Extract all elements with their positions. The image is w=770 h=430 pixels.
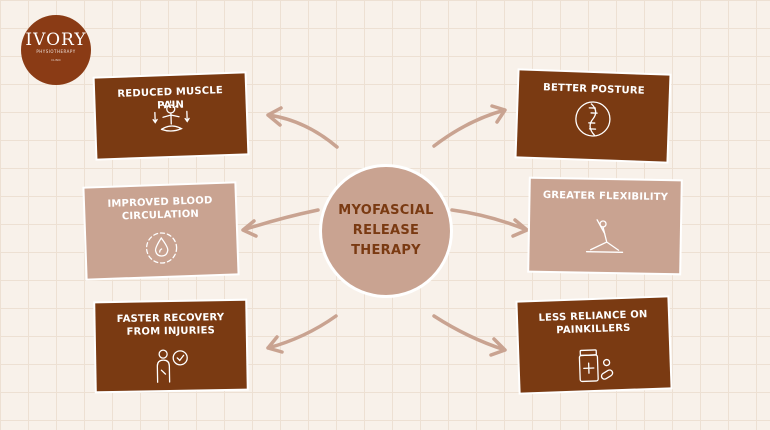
central-topic-label: MYOFASCIAL RELEASE THERAPY	[331, 201, 441, 261]
spine-posture-icon	[575, 101, 611, 137]
benefit-card-less-painkillers: LESS RELIANCE ON PAINKILLERS	[517, 297, 671, 393]
benefit-card-faster-recovery: FASTER RECOVERY FROM INJURIES	[95, 300, 247, 392]
arrow-to-reduced-muscle-pain	[266, 106, 339, 149]
central-topic: MYOFASCIAL RELEASE THERAPY	[322, 167, 450, 295]
benefit-card-greater-flexibility: GREATER FLEXIBILITY	[529, 178, 681, 274]
benefit-card-better-posture: BETTER POSTURE	[516, 70, 670, 162]
arrow-to-improved-circulation	[241, 208, 320, 238]
central-line-2: RELEASE	[352, 223, 420, 238]
arrow-to-greater-flexibility	[450, 208, 529, 238]
meditation-pain-icon	[152, 100, 190, 132]
benefit-label: FASTER RECOVERY FROM INJURIES	[116, 312, 225, 338]
central-line-1: MYOFASCIAL	[338, 203, 434, 218]
benefit-label: GREATER FLEXIBILITY	[542, 189, 669, 204]
central-line-3: THERAPY	[351, 243, 421, 258]
arrow-to-faster-recovery	[266, 314, 338, 354]
clinic-logo: IVORY PHYSIOTHERAPY CLINIC	[21, 15, 91, 85]
arrow-to-better-posture	[432, 104, 507, 148]
pill-bottle-icon	[578, 349, 614, 383]
yoga-stretch-icon	[585, 219, 624, 253]
person-checkmark-icon	[156, 349, 188, 383]
benefit-label: IMPROVED BLOOD CIRCULATION	[107, 195, 213, 223]
benefit-label: LESS RELIANCE ON PAINKILLERS	[538, 309, 648, 337]
logo-tagline: PHYSIOTHERAPY	[36, 49, 76, 54]
arrow-to-less-painkillers	[432, 314, 507, 357]
blood-drop-circulation-icon	[145, 232, 178, 264]
benefit-card-improved-circulation: IMPROVED BLOOD CIRCULATION	[84, 183, 238, 279]
benefit-label: BETTER POSTURE	[542, 82, 645, 97]
benefit-card-reduced-muscle-pain: REDUCED MUSCLE PAIN	[94, 73, 248, 159]
logo-brand: IVORY	[25, 30, 87, 50]
logo-sub: CLINIC	[51, 58, 61, 62]
